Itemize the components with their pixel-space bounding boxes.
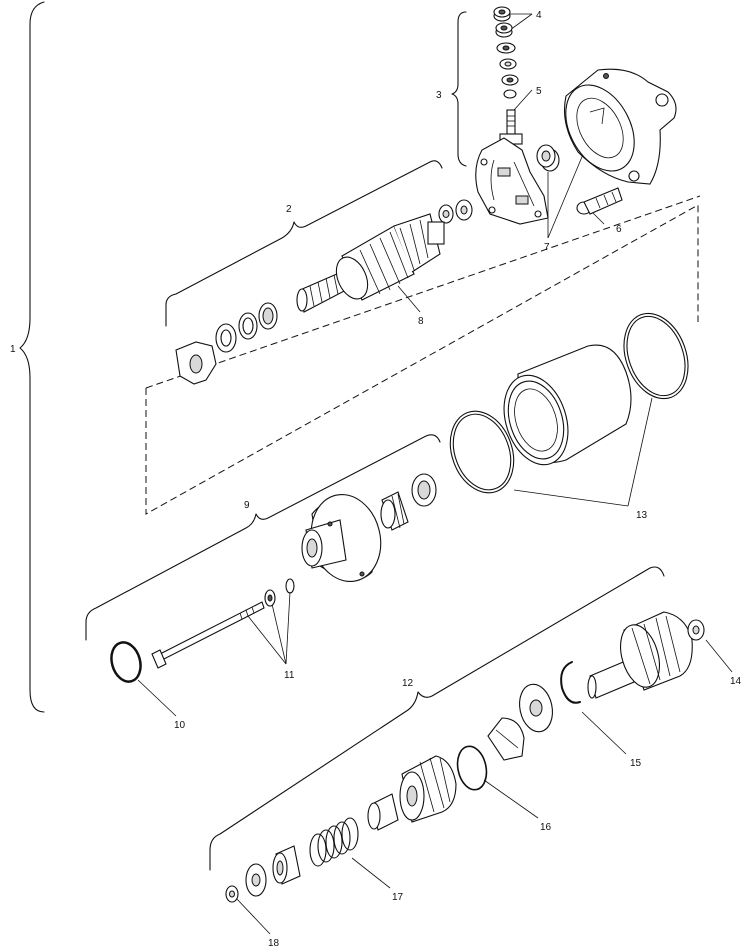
drive-shaft-gear (587, 611, 693, 699)
bolt-6 (576, 187, 623, 215)
spring-seat (272, 845, 301, 885)
callout-5: 5 (536, 86, 542, 97)
callout-17: 17 (392, 892, 404, 903)
bracket-2 (165, 160, 443, 327)
needle-bearing (380, 491, 409, 531)
callout-13: 13 (636, 510, 648, 521)
through-bolt-11 (151, 601, 265, 669)
armature-washers-rear (438, 199, 473, 224)
o-ring-10 (110, 641, 142, 683)
callout-1: 1 (10, 344, 16, 355)
callout-6: 6 (616, 224, 622, 235)
callout-4: 4 (536, 10, 542, 21)
washer-14 (687, 619, 705, 641)
rear-cover-7 (563, 68, 677, 185)
bracket-9 (85, 434, 441, 641)
callout-18: 18 (268, 938, 280, 946)
callout-8: 8 (418, 316, 424, 327)
armature-washers-front (175, 302, 278, 385)
armature-8 (296, 213, 445, 313)
spring-17 (309, 817, 359, 867)
snap-ring-15 (560, 661, 581, 704)
nut-washer-stack-4 (493, 6, 519, 99)
callout-14: 14 (730, 676, 742, 687)
washer-18 (225, 885, 239, 903)
o-ring-13-rear (623, 312, 689, 400)
callout-labels: 1 2 3 4 5 6 7 8 9 10 11 12 13 14 15 16 1… (10, 10, 742, 946)
yoke-housing (503, 344, 632, 466)
bracket-3 (451, 11, 467, 167)
pinion-clutch (399, 755, 457, 823)
bearing (411, 473, 437, 507)
bracket-1 (19, 1, 45, 713)
front-housing-9 (301, 493, 382, 583)
stop-washer (245, 863, 267, 897)
stopper-half-rings (487, 717, 525, 761)
callout-2: 2 (286, 204, 292, 215)
flat-washer (519, 683, 553, 733)
bushing-7 (536, 144, 560, 172)
leader-lines (137, 13, 733, 935)
bracket-12 (209, 566, 665, 871)
callout-12: 12 (402, 678, 414, 689)
o-ring-13-front (449, 410, 515, 494)
bolt-washers-11 (264, 578, 295, 607)
brush-holder-plate-3 (475, 137, 549, 225)
callout-11: 11 (284, 670, 295, 681)
callout-16: 16 (540, 822, 552, 833)
callout-9: 9 (244, 500, 250, 511)
callout-7: 7 (544, 242, 550, 253)
callout-15: 15 (630, 758, 642, 769)
callout-3: 3 (436, 90, 442, 101)
callout-10: 10 (174, 720, 186, 731)
ring-16 (456, 745, 488, 791)
yoke-outline-dashed (145, 195, 701, 515)
sleeve (367, 793, 399, 831)
